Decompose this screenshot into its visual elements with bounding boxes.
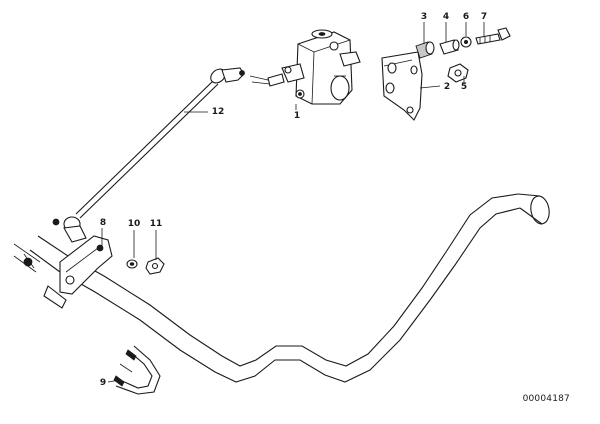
callout-2: 2 <box>443 82 451 92</box>
connecting-rod <box>52 67 245 243</box>
nut <box>447 63 469 83</box>
bar-bracket <box>23 235 113 309</box>
callout-7: 7 <box>480 12 488 22</box>
callout-4: 4 <box>442 12 450 22</box>
callout-3: 3 <box>420 12 428 22</box>
callout-11: 11 <box>149 219 163 229</box>
callout-12: 12 <box>211 107 225 117</box>
callout-5: 5 <box>460 82 468 92</box>
leader-lines <box>101 22 485 383</box>
callout-1: 1 <box>293 111 301 121</box>
callout-10: 10 <box>127 219 141 229</box>
washer-and-nut <box>126 257 165 275</box>
callout-9: 9 <box>99 378 107 388</box>
bush-sleeve-bolt <box>415 27 511 59</box>
callout-6: 6 <box>462 12 470 22</box>
mounting-bracket <box>381 51 423 121</box>
u-bolt-clamp <box>113 345 161 395</box>
callout-8: 8 <box>99 218 107 228</box>
diagram-reference-number: 00004187 <box>522 394 570 404</box>
height-control-valve <box>249 29 361 105</box>
stabilizer-bar <box>13 193 550 383</box>
